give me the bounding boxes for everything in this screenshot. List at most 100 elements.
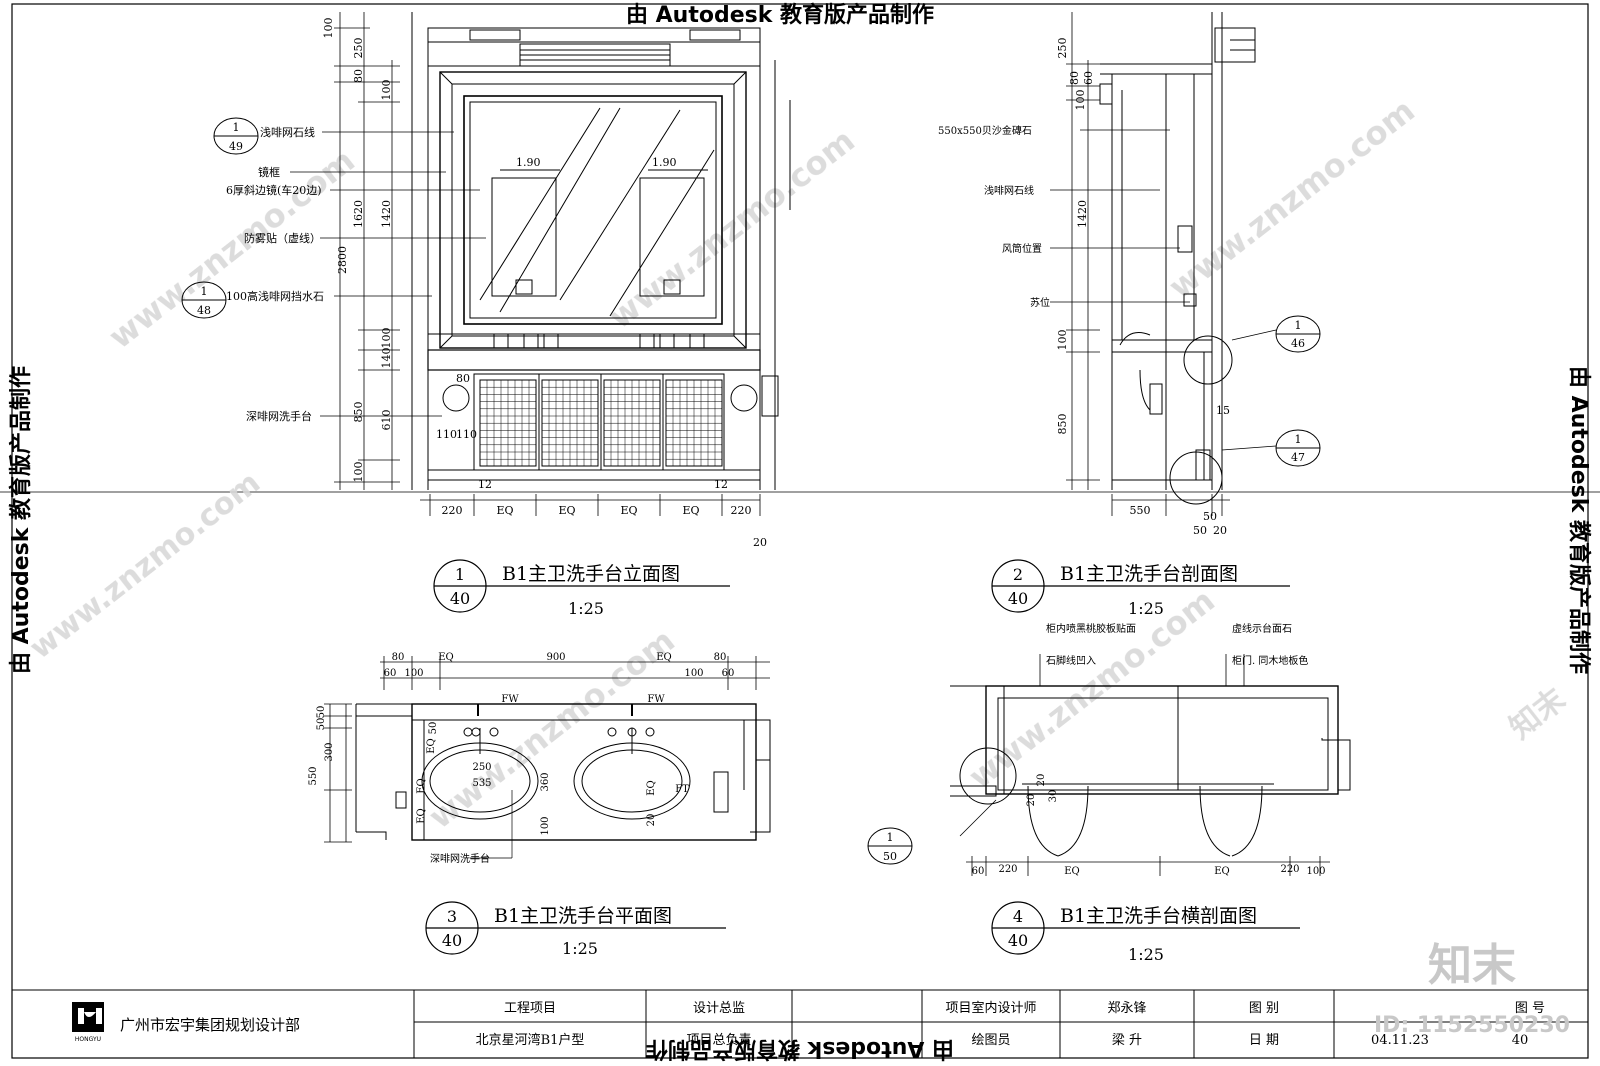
view-title: B1主卫洗手台剖面图 (1060, 563, 1238, 585)
tb-value: 日 期 (1249, 1033, 1279, 1048)
tb-header: 郑永锋 (1107, 1001, 1146, 1016)
vanity-lattice-grid (480, 380, 722, 466)
dim-text: 100 (540, 816, 551, 835)
title-block-text: 广州市宏宇集团规划设计部 工程项目 北京星河湾B1户型 设计总监 项目总负责 项… (120, 1000, 1545, 1048)
dim-text: 220 (731, 504, 752, 517)
dim-text: 60 (384, 668, 397, 679)
material-label: 6厚斜边镜(车20边) (226, 183, 322, 197)
dim-text: 100 (1056, 330, 1069, 351)
watermark-url: www.znzmo.com (962, 581, 1222, 796)
watermark-url: www.znzmo.com (602, 121, 862, 336)
ref-sheet: 50 (883, 850, 897, 863)
material-label: 石脚线凹入 (1046, 654, 1096, 667)
dim-text: 110 (456, 428, 477, 441)
view-sheet: 40 (450, 589, 470, 608)
ref-sheet: 48 (197, 304, 211, 317)
dim-text: 100 (404, 668, 423, 679)
dim-text: 80 (352, 69, 365, 83)
watermark-url: www.znzmo.com (23, 465, 267, 666)
view-sheet: 40 (1008, 931, 1028, 950)
dim-text: 1620 (352, 200, 365, 228)
dim-text: 220 (998, 864, 1017, 875)
plan-view (355, 703, 771, 841)
material-label: 柜门. 同木地板色 (1232, 654, 1308, 667)
dim-text: 20 (753, 536, 767, 549)
dim-text: 60 (722, 668, 735, 679)
banner-right: 由 Autodesk 教育版产品制作 (1566, 366, 1592, 674)
tb-header: 项目室内设计师 (945, 1000, 1036, 1016)
material-label: 镜框 (258, 165, 280, 179)
section-view (1099, 12, 1256, 505)
dim-text: 850 (1056, 414, 1069, 435)
detail-ref-1-48: 1 48 (181, 281, 227, 319)
cross-section-view (950, 685, 1351, 857)
view-scale: 1:25 (562, 939, 598, 958)
view-title-4: 4 40 B1主卫洗手台横剖面图 1:25 (991, 901, 1300, 964)
tb-value: 40 (1512, 1033, 1529, 1048)
tb-header: 图 号 (1515, 1001, 1545, 1016)
view-scale: 1:25 (568, 599, 604, 618)
dim-text: 100 (380, 328, 393, 349)
dim-text: 50 (1203, 510, 1217, 523)
dim-text: 300 (324, 742, 335, 761)
detail-ref-1-49: 1 49 (213, 117, 259, 155)
fw-mark: FW (501, 694, 519, 705)
dim-text: 250 (352, 38, 365, 59)
ft-mark: FT (675, 784, 689, 795)
tb-date: 04.11.23 (1371, 1033, 1429, 1048)
tb-header: 设计总监 (693, 1001, 745, 1016)
ref-num: 1 (233, 121, 240, 134)
dim-text: EQ (416, 778, 427, 794)
view-title: B1主卫洗手台立面图 (502, 563, 680, 585)
dim-text: EQ (1064, 866, 1080, 877)
dim-text: 140 (380, 348, 393, 369)
view-title: B1主卫洗手台横剖面图 (1060, 905, 1257, 927)
watermark-url: www.znzmo.com (1162, 91, 1422, 306)
dim-text: 220 (1280, 864, 1299, 875)
ref-sheet: 46 (1291, 337, 1305, 350)
dim-text: 1420 (380, 200, 393, 228)
dim-text: 535 (472, 778, 491, 789)
dim-text: 60 (1082, 71, 1095, 85)
dim-text: 1420 (1076, 200, 1089, 228)
section-labels: 550x550贝沙金磚石 浅啡网石线 风筒位置 苏位 (938, 124, 1050, 309)
dim-text: 50 (428, 722, 439, 735)
detail-ref-1-47: 1 47 (1275, 429, 1321, 467)
dim-text: EQ (558, 504, 575, 517)
material-label: 苏位 (1030, 296, 1050, 309)
dim-text: EQ (656, 652, 672, 663)
title-block (12, 989, 1588, 1058)
dim-text: 550 (1130, 504, 1151, 517)
company-name: 广州市宏宇集团规划设计部 (120, 1016, 300, 1034)
dim-text: 610 (380, 410, 393, 431)
dim-text: EQ (682, 504, 699, 517)
dim-text: EQ (496, 504, 513, 517)
dim-text: 360 (540, 772, 551, 791)
dim-text: 1.90 (652, 156, 677, 169)
section-leaders (1050, 129, 1277, 451)
dim-text: 220 (442, 504, 463, 517)
dim-text: 50 (316, 706, 327, 719)
watermark-brand: 知末 (1503, 682, 1572, 747)
dim-text: 100 (322, 18, 335, 39)
tb-value: 梁 升 (1112, 1033, 1142, 1048)
view-title-1: 1 40 B1主卫洗手台立面图 1:25 (433, 559, 730, 618)
dim-text: 20 (1026, 794, 1037, 807)
dim-text: 20 (646, 814, 657, 827)
dim-text: 80 (714, 652, 727, 663)
dim-text: 50 (316, 718, 327, 731)
section-dimensions (1066, 12, 1230, 516)
dim-text: 100 (684, 668, 703, 679)
dim-text: 250 (1056, 38, 1069, 59)
dim-text: 80 (392, 652, 405, 663)
tb-header: 工程项目 (504, 1001, 556, 1016)
sheet-border (11, 3, 1589, 1059)
ref-sheet: 47 (1291, 451, 1305, 464)
material-label: 柜内喷黑桃胶板贴面 (1046, 622, 1136, 635)
material-label: 虚线示台面石 (1232, 622, 1292, 635)
dim-text: 12 (478, 478, 492, 491)
material-label: 浅啡网石线 (260, 125, 315, 139)
fw-mark: FW (647, 694, 665, 705)
dim-text: 100 (352, 462, 365, 483)
dim-text: 30 (1048, 790, 1059, 803)
